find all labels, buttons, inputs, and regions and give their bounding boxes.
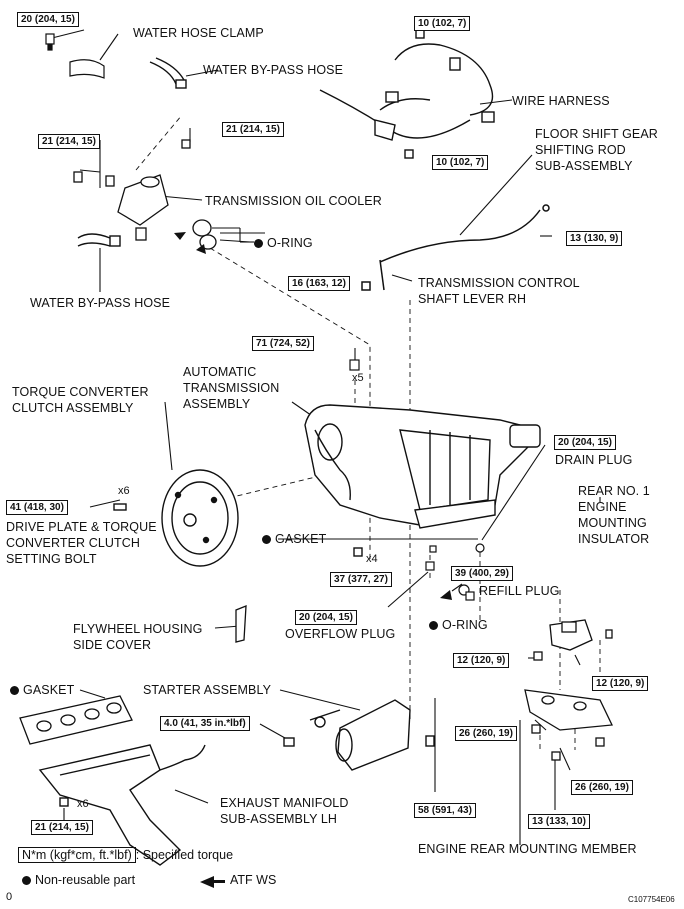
label-auto-trans-2: TRANSMISSION (183, 381, 280, 395)
torque-spec: 20 (204, 15) (17, 12, 79, 27)
legend-non-reusable-text: Non-reusable part (35, 873, 136, 887)
label-floor-shift-2: SHIFTING ROD (535, 143, 626, 157)
label-rear-no1-2: ENGINE (578, 500, 627, 514)
label-refill-plug: REFILL PLUG (479, 584, 560, 598)
label-gasket-2: GASKET (10, 683, 74, 698)
torque-spec: 37 (377, 27) (330, 572, 392, 587)
legend-torque: N*m (kgf*cm, ft.*lbf): Specified torque (18, 847, 234, 863)
label-tcsl-1: TRANSMISSION CONTROL (418, 276, 580, 290)
torque-spec: 58 (591, 43) (414, 803, 476, 818)
non-reusable-dot-icon (22, 876, 31, 885)
label-floor-shift-1: FLOOR SHIFT GEAR (535, 127, 658, 141)
figure-code: C107754E06 (628, 895, 675, 904)
torque-spec: 21 (214, 15) (38, 134, 100, 149)
legend-atf: ATF WS (230, 873, 277, 887)
torque-spec: 13 (130, 9) (566, 231, 623, 246)
gasket-text: GASKET (275, 532, 327, 546)
torque-spec: 41 (418, 30) (6, 500, 68, 515)
torque-spec: 12 (120, 9) (592, 676, 649, 691)
label-auto-trans-3: ASSEMBLY (183, 397, 251, 411)
torque-spec: 21 (214, 15) (222, 122, 284, 137)
label-engine-rear-member: ENGINE REAR MOUNTING MEMBER (418, 842, 637, 856)
torque-spec: 4.0 (41, 35 in.*lbf) (160, 716, 250, 731)
label-wire-harness: WIRE HARNESS (512, 94, 610, 108)
torque-spec: 71 (724, 52) (252, 336, 314, 351)
label-overflow-plug: OVERFLOW PLUG (285, 627, 396, 641)
label-torque-conv-1: TORQUE CONVERTER (12, 385, 149, 399)
label-starter: STARTER ASSEMBLY (143, 683, 272, 697)
legend-torque-text: : Specified torque (135, 848, 234, 862)
torque-spec: 16 (163, 12) (288, 276, 350, 291)
label-o-ring-1: O-RING (254, 236, 313, 251)
label-rear-no1-4: INSULATOR (578, 532, 650, 546)
label-o-ring-2: O-RING (429, 618, 488, 633)
label-water-bypass-hose-left: WATER BY-PASS HOSE (30, 296, 171, 310)
quantity-x5: x5 (352, 372, 364, 384)
torque-spec: 13 (133, 10) (528, 814, 590, 829)
legend-torque-unit: N*m (kgf*cm, ft.*lbf) (18, 847, 136, 863)
non-reusable-dot-icon (262, 535, 271, 544)
gasket-text: GASKET (23, 683, 75, 697)
non-reusable-dot-icon (429, 621, 438, 630)
label-floor-shift-3: SUB-ASSEMBLY (535, 159, 633, 173)
quantity-x6: x6 (77, 798, 89, 810)
torque-spec: 20 (204, 15) (554, 435, 616, 450)
legend-non-reusable: Non-reusable part (22, 873, 135, 888)
label-drive-plate-1: DRIVE PLATE & TORQUE (6, 520, 157, 534)
label-water-hose-clamp: WATER HOSE CLAMP (133, 26, 264, 40)
label-torque-conv-2: CLUTCH ASSEMBLY (12, 401, 134, 415)
label-exhaust-2: SUB-ASSEMBLY LH (220, 812, 338, 826)
label-drain-plug: DRAIN PLUG (555, 453, 633, 467)
quantity-x4: x4 (366, 553, 378, 565)
torque-spec: 26 (260, 19) (571, 780, 633, 795)
non-reusable-dot-icon (10, 686, 19, 695)
label-water-bypass-hose-top: WATER BY-PASS HOSE (203, 63, 344, 77)
o-ring-text: O-RING (442, 618, 488, 632)
torque-spec: 21 (214, 15) (31, 820, 93, 835)
torque-spec: 39 (400, 29) (451, 566, 513, 581)
label-auto-trans-1: AUTOMATIC (183, 365, 257, 379)
label-flywheel-2: SIDE COVER (73, 638, 152, 652)
torque-spec: 10 (102, 7) (414, 16, 471, 31)
torque-spec: 10 (102, 7) (432, 155, 489, 170)
label-exhaust-1: EXHAUST MANIFOLD (220, 796, 349, 810)
torque-spec: 20 (204, 15) (295, 610, 357, 625)
label-trans-oil-cooler: TRANSMISSION OIL COOLER (205, 194, 382, 208)
label-drive-plate-3: SETTING BOLT (6, 552, 97, 566)
non-reusable-dot-icon (254, 239, 263, 248)
label-drive-plate-2: CONVERTER CLUTCH (6, 536, 141, 550)
quantity-x6: x6 (118, 485, 130, 497)
label-rear-no1-3: MOUNTING (578, 516, 647, 530)
label-gasket-1: GASKET (262, 532, 326, 547)
o-ring-text: O-RING (267, 236, 313, 250)
torque-spec: 12 (120, 9) (453, 653, 510, 668)
label-tcsl-2: SHAFT LEVER RH (418, 292, 527, 306)
corner-mark: 0 (6, 891, 13, 903)
label-rear-no1-1: REAR NO. 1 (578, 484, 650, 498)
label-flywheel-1: FLYWHEEL HOUSING (73, 622, 203, 636)
torque-spec: 26 (260, 19) (455, 726, 517, 741)
